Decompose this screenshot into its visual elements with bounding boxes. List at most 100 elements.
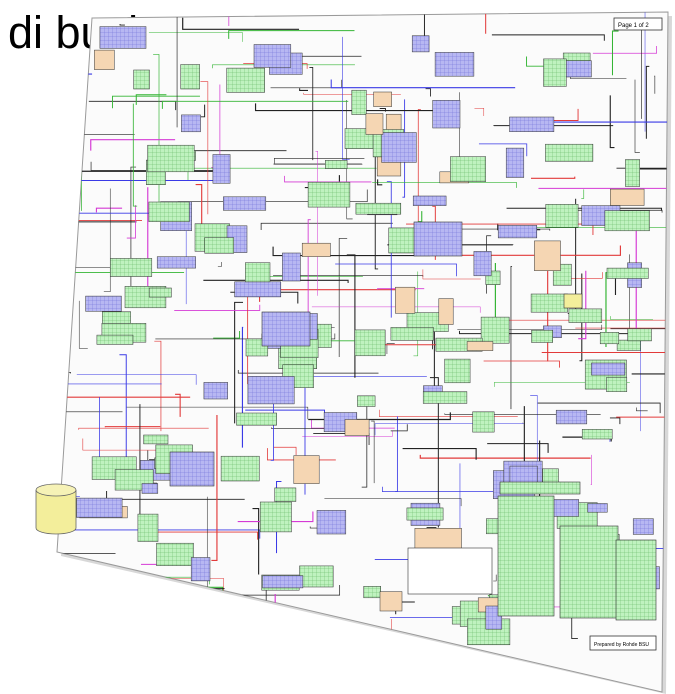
diagram-box (351, 89, 367, 115)
diagram-box (422, 391, 468, 404)
diagram-box-large (407, 547, 493, 595)
connector-line (112, 95, 200, 109)
diagram-box (274, 487, 297, 502)
connector-line (148, 32, 243, 42)
connector-line (200, 81, 209, 215)
connector-line (611, 30, 619, 76)
diagram-boxes (76, 26, 660, 646)
diagram-box (543, 58, 567, 87)
diagram-box-large (499, 481, 581, 495)
connector-line (119, 354, 127, 465)
connector-line (270, 381, 274, 461)
diagram-box (632, 518, 654, 535)
diagram-box (344, 419, 370, 436)
diagram-box (581, 429, 613, 440)
diagram-box (466, 341, 494, 351)
connector-line (537, 402, 661, 414)
diagram-box (156, 256, 196, 269)
connector-line (195, 184, 203, 236)
diagram-box (357, 395, 376, 407)
connector-line (422, 269, 481, 280)
diagram-box (606, 377, 628, 392)
connector-line (510, 266, 513, 410)
diagram-box (530, 293, 568, 313)
connector-line (419, 454, 591, 459)
diagram-box (147, 144, 195, 173)
connector-line (505, 227, 668, 234)
connector-line (228, 30, 355, 39)
connector-line (299, 88, 308, 91)
connector-line (57, 373, 162, 385)
diagram-box (606, 267, 649, 279)
diagram-box (545, 143, 594, 162)
connector-line (272, 246, 430, 257)
connector-line (478, 12, 487, 34)
diagram-box (385, 113, 402, 132)
connector-line (386, 343, 395, 355)
connector-line (274, 157, 365, 164)
diagram-box (247, 376, 295, 405)
diagram-box (373, 91, 392, 107)
diagram-box (379, 591, 403, 612)
connector-line (616, 416, 668, 430)
diagram-box (509, 116, 555, 132)
connector-line (174, 304, 261, 311)
connector-line (241, 326, 244, 448)
diagram-box (316, 510, 347, 535)
connector-line (609, 417, 621, 425)
connector-line (57, 73, 93, 76)
connector-line (57, 392, 191, 398)
connector-line (458, 330, 637, 335)
connector-line (154, 340, 162, 432)
diagram-box (180, 64, 200, 90)
connector-line (252, 507, 260, 575)
diagram-box (355, 202, 402, 215)
connector-line (592, 45, 657, 54)
connector-line (444, 413, 601, 415)
connector-line (126, 406, 309, 420)
connector-line (478, 143, 528, 157)
page-label-box (613, 17, 663, 31)
diagram-box (203, 382, 228, 400)
diagram-box (505, 147, 525, 178)
diagram-box (450, 156, 486, 182)
diagram-box (432, 100, 461, 129)
connector-line (57, 219, 137, 223)
diagram-box (412, 195, 447, 206)
diagram-box (555, 409, 588, 425)
diagram-box (587, 503, 608, 513)
connector-line (390, 424, 408, 432)
connector-line (195, 621, 303, 625)
connector-line (74, 199, 76, 276)
diagram-box (148, 287, 172, 298)
connector-line (491, 34, 605, 41)
connector-line (330, 79, 516, 89)
diagram-box (434, 52, 475, 77)
connector-line (130, 166, 137, 298)
connector-line (429, 377, 439, 528)
connector-line (483, 360, 560, 368)
diagram-box (94, 49, 115, 70)
connector-line (425, 88, 431, 97)
diagram-box (102, 311, 131, 324)
connector-line (309, 67, 314, 161)
connector-line (311, 306, 481, 313)
diagram-box (299, 565, 334, 588)
diagram-box (599, 332, 620, 345)
connector-line (474, 107, 485, 116)
connector-line (342, 36, 350, 160)
connector-line (530, 176, 576, 179)
connector-line (273, 446, 297, 456)
diagram-box (234, 281, 282, 298)
connector-line (402, 99, 406, 198)
diagram-box (137, 513, 159, 542)
connector-line (57, 265, 127, 268)
diagram-box (610, 188, 645, 206)
diagram-box (226, 67, 265, 93)
diagram-box (604, 210, 650, 232)
connector-line (629, 168, 668, 173)
diagram-box (325, 160, 348, 169)
diagram-box (354, 329, 386, 357)
